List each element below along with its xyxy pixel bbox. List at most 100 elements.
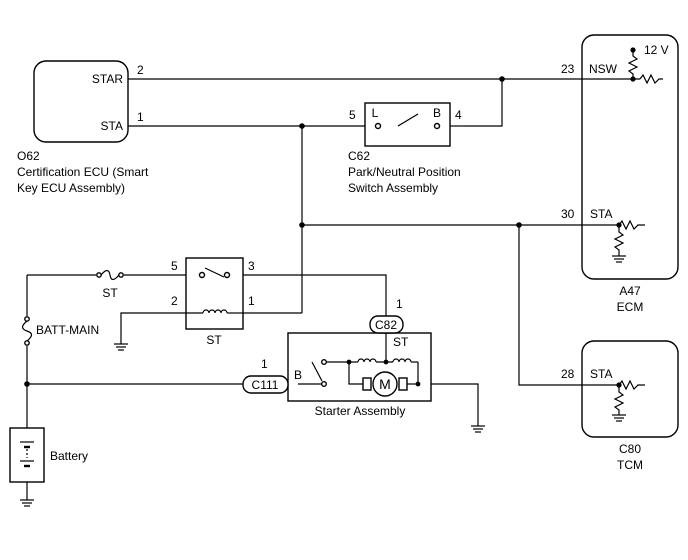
st-relay-pin3: 3 <box>248 259 255 273</box>
battery: Battery <box>9 427 88 483</box>
starter-box <box>287 332 432 402</box>
ecu-o62-star-label: STAR <box>92 72 123 86</box>
fuse-st-element <box>100 269 120 281</box>
ecm-nsw-dot <box>630 76 636 82</box>
ecm-supply-label: 12 V <box>644 43 669 57</box>
st-relay: 5 3 2 1 ST <box>171 257 255 347</box>
fuse-batt-end-t <box>24 316 30 322</box>
st-relay-pin2: 2 <box>171 294 178 308</box>
starter-coil-2 <box>392 358 412 363</box>
ecm-name: ECM <box>617 300 644 314</box>
st-relay-name: ST <box>206 333 222 347</box>
fuse-batt-end-b <box>24 340 30 346</box>
fuse-st-end-l <box>96 272 102 278</box>
st-relay-pin5: 5 <box>171 259 178 273</box>
wire-tcm-sta <box>518 225 582 386</box>
c111-label: C111 <box>252 378 279 392</box>
starter-st-terminal: ST <box>393 335 409 349</box>
ecm-a47: 12 V 23 NSW 30 STA A47 ECM <box>561 34 679 314</box>
junctions <box>24 76 522 387</box>
ecm-nsw-resistor <box>639 73 663 85</box>
c82-label: C82 <box>375 318 397 332</box>
ecm-code: A47 <box>619 284 641 298</box>
starter-coil-1 <box>357 358 377 363</box>
pnp-contact-b-label: B <box>433 106 441 120</box>
pnp-contact-b <box>433 122 441 130</box>
wire-relay-pin2 <box>120 312 186 344</box>
ecu-o62-name-2: Key ECU Assembly) <box>17 181 125 195</box>
fuse-st: ST <box>96 269 124 300</box>
ecm-a47-box <box>581 34 679 280</box>
st-relay-contact-2 <box>223 271 231 279</box>
starter-junction-2 <box>383 359 389 365</box>
battery-label: Battery <box>50 449 88 463</box>
battery-ground <box>20 499 34 507</box>
tcm-code: C80 <box>619 442 641 456</box>
ecm-sta-pulldown <box>613 225 625 256</box>
starter-sw-contact-1 <box>321 381 328 388</box>
starter-ground <box>471 425 485 433</box>
starter-motor-lead <box>348 362 363 385</box>
st-relay-contact-1 <box>198 271 206 279</box>
fuse-batt-label: BATT-MAIN <box>36 323 99 337</box>
pnp-name-2: Switch Assembly <box>348 181 438 195</box>
junction-star <box>499 76 505 82</box>
c82-pin: 1 <box>396 297 403 311</box>
pnp-switch: L B 5 4 C62 Park/Neutral Position Switch… <box>348 102 463 195</box>
ecu-o62-name-1: Certification ECU (Smart <box>17 165 149 179</box>
c111-connector <box>242 375 289 394</box>
junction-sta <box>299 123 305 129</box>
pnp-blade <box>397 113 419 127</box>
ecu-o62: STAR STA 2 1 O62 Certification ECU (Smar… <box>17 60 149 195</box>
starter-name: Starter Assembly <box>315 404 406 418</box>
ecm-sta-pin: 30 <box>561 207 575 221</box>
st-relay-box <box>185 257 244 330</box>
ecu-o62-star-pin: 2 <box>137 63 144 77</box>
fuse-batt-element <box>21 320 33 342</box>
wire-relay-pin3 <box>243 274 387 316</box>
ecm-nsw-label: NSW <box>589 62 618 76</box>
ecm-sta-label: STA <box>590 207 612 221</box>
starter-motor <box>372 371 398 397</box>
pnp-code: C62 <box>348 149 370 163</box>
pnp-contact-l <box>374 122 382 130</box>
ecm-pullup-resistor <box>627 50 639 79</box>
junction-ecm-sta <box>299 222 305 228</box>
starter-sw-contact-2 <box>321 359 328 366</box>
tcm-sta-label: STA <box>590 367 612 381</box>
fuse-st-label: ST <box>102 286 118 300</box>
starter-sw-blade <box>311 361 323 382</box>
tcm-c80: 28 STA C80 TCM <box>561 340 679 472</box>
ecm-nsw-pin: 23 <box>561 62 575 76</box>
st-relay-blade <box>204 267 225 278</box>
junction-tcm-sta <box>516 222 522 228</box>
c111-pin: 1 <box>261 357 268 371</box>
ecu-o62-sta-pin: 1 <box>137 110 144 124</box>
starter-motor-brush-l <box>362 377 372 391</box>
starter-assembly: C82 1 ST C111 1 B M Starter Assembly <box>242 297 432 418</box>
wire-starter-ground <box>418 383 479 426</box>
tcm-sta-resistor <box>618 379 645 391</box>
fuse-batt-main: BATT-MAIN <box>21 316 99 346</box>
relay-ground <box>114 343 128 351</box>
ecu-o62-code: O62 <box>17 149 40 163</box>
tcm-name: TCM <box>617 458 643 472</box>
starter-b-terminal: B <box>294 368 302 382</box>
pnp-contact-l-label: L <box>372 106 379 120</box>
st-relay-coil <box>202 309 228 314</box>
tcm-sta-pulldown <box>613 385 625 415</box>
tcm-sta-pin: 28 <box>561 367 575 381</box>
ecm-sta-resistor <box>618 219 645 231</box>
starter-motor-symbol: M <box>379 376 391 392</box>
pnp-name-1: Park/Neutral Position <box>348 165 461 179</box>
pnp-pin-right: 4 <box>455 108 462 122</box>
starter-motor-brush-r <box>398 377 408 391</box>
junction-batt <box>24 381 30 387</box>
wire-pnp-out <box>463 79 503 127</box>
st-relay-pin1: 1 <box>248 294 255 308</box>
tcm-c80-box <box>581 340 679 438</box>
ecu-o62-box <box>33 60 129 143</box>
ecu-o62-sta-label: STA <box>101 119 123 133</box>
pnp-pin-left: 5 <box>349 108 356 122</box>
